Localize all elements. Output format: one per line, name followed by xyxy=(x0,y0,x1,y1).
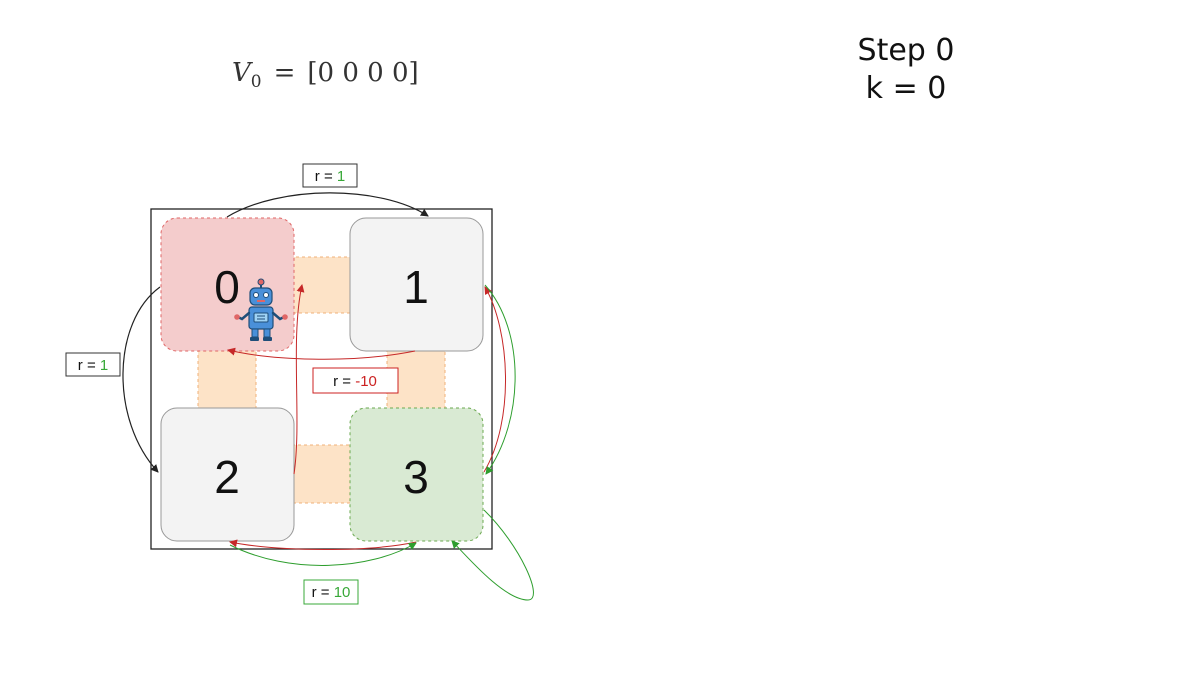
value-symbol: V xyxy=(232,58,251,88)
state-3: 3 xyxy=(349,407,484,542)
equals-sign: = xyxy=(273,58,296,88)
state-1: 1 xyxy=(349,217,484,352)
state-box xyxy=(160,407,295,542)
state-box xyxy=(349,407,484,542)
arrow-3-self-loop xyxy=(451,509,534,601)
reward-value: 10 xyxy=(334,584,351,601)
state-label: 1 xyxy=(403,261,429,313)
state-label: 3 xyxy=(403,451,429,503)
arrow-1-to-0 xyxy=(227,347,416,360)
reward-value: 1 xyxy=(100,357,108,374)
reward-label-2-3: r = 10 xyxy=(303,579,359,605)
arrow-0-to-1 xyxy=(226,192,429,218)
reward-value: 1 xyxy=(337,168,345,185)
state-label: 0 xyxy=(214,261,240,313)
arrow-1-to-3 xyxy=(484,284,516,475)
state-2: 2 xyxy=(160,407,295,542)
svg-text:r = -10: r = -10 xyxy=(333,373,377,390)
reward-prefix: r = xyxy=(333,373,355,390)
step-counter: Step 0 k = 0 xyxy=(836,32,976,108)
k-label: k = 0 xyxy=(865,71,947,106)
state-0: 0 xyxy=(160,217,295,352)
arrow-0-to-2 xyxy=(122,286,161,473)
state-box xyxy=(349,217,484,352)
transitions xyxy=(122,192,534,601)
arrow-2-to-0 xyxy=(293,284,305,475)
reward-prefix: r = xyxy=(315,168,337,185)
arrow-2-to-3 xyxy=(229,542,417,566)
corridor-0-2 xyxy=(197,349,257,411)
svg-text:r = 1: r = 1 xyxy=(78,357,108,374)
arrow-3-to-1 xyxy=(483,286,507,473)
reward-label-0-1: r = 1 xyxy=(302,163,358,188)
reward-label-0-2: r = 1 xyxy=(65,352,121,377)
value-subscript: 0 xyxy=(250,72,262,93)
reward-prefix: r = xyxy=(78,357,100,374)
robot-icon xyxy=(234,278,288,341)
reward-prefix: r = xyxy=(312,584,334,601)
state-label: 2 xyxy=(214,451,240,503)
reward-label-penalty: r = -10 xyxy=(312,367,399,394)
svg-text:r = 1: r = 1 xyxy=(315,168,345,185)
value-formula: V0 = [0 0 0 0] xyxy=(232,58,419,92)
svg-text:r = 10: r = 10 xyxy=(312,584,351,601)
arrow-3-to-2 xyxy=(229,539,417,550)
step-label: Step 0 xyxy=(857,33,955,68)
reward-value: -10 xyxy=(355,373,377,390)
corridor-2-3 xyxy=(291,444,353,504)
corridor-0-1 xyxy=(289,256,353,314)
value-vector: [0 0 0 0] xyxy=(307,58,419,88)
